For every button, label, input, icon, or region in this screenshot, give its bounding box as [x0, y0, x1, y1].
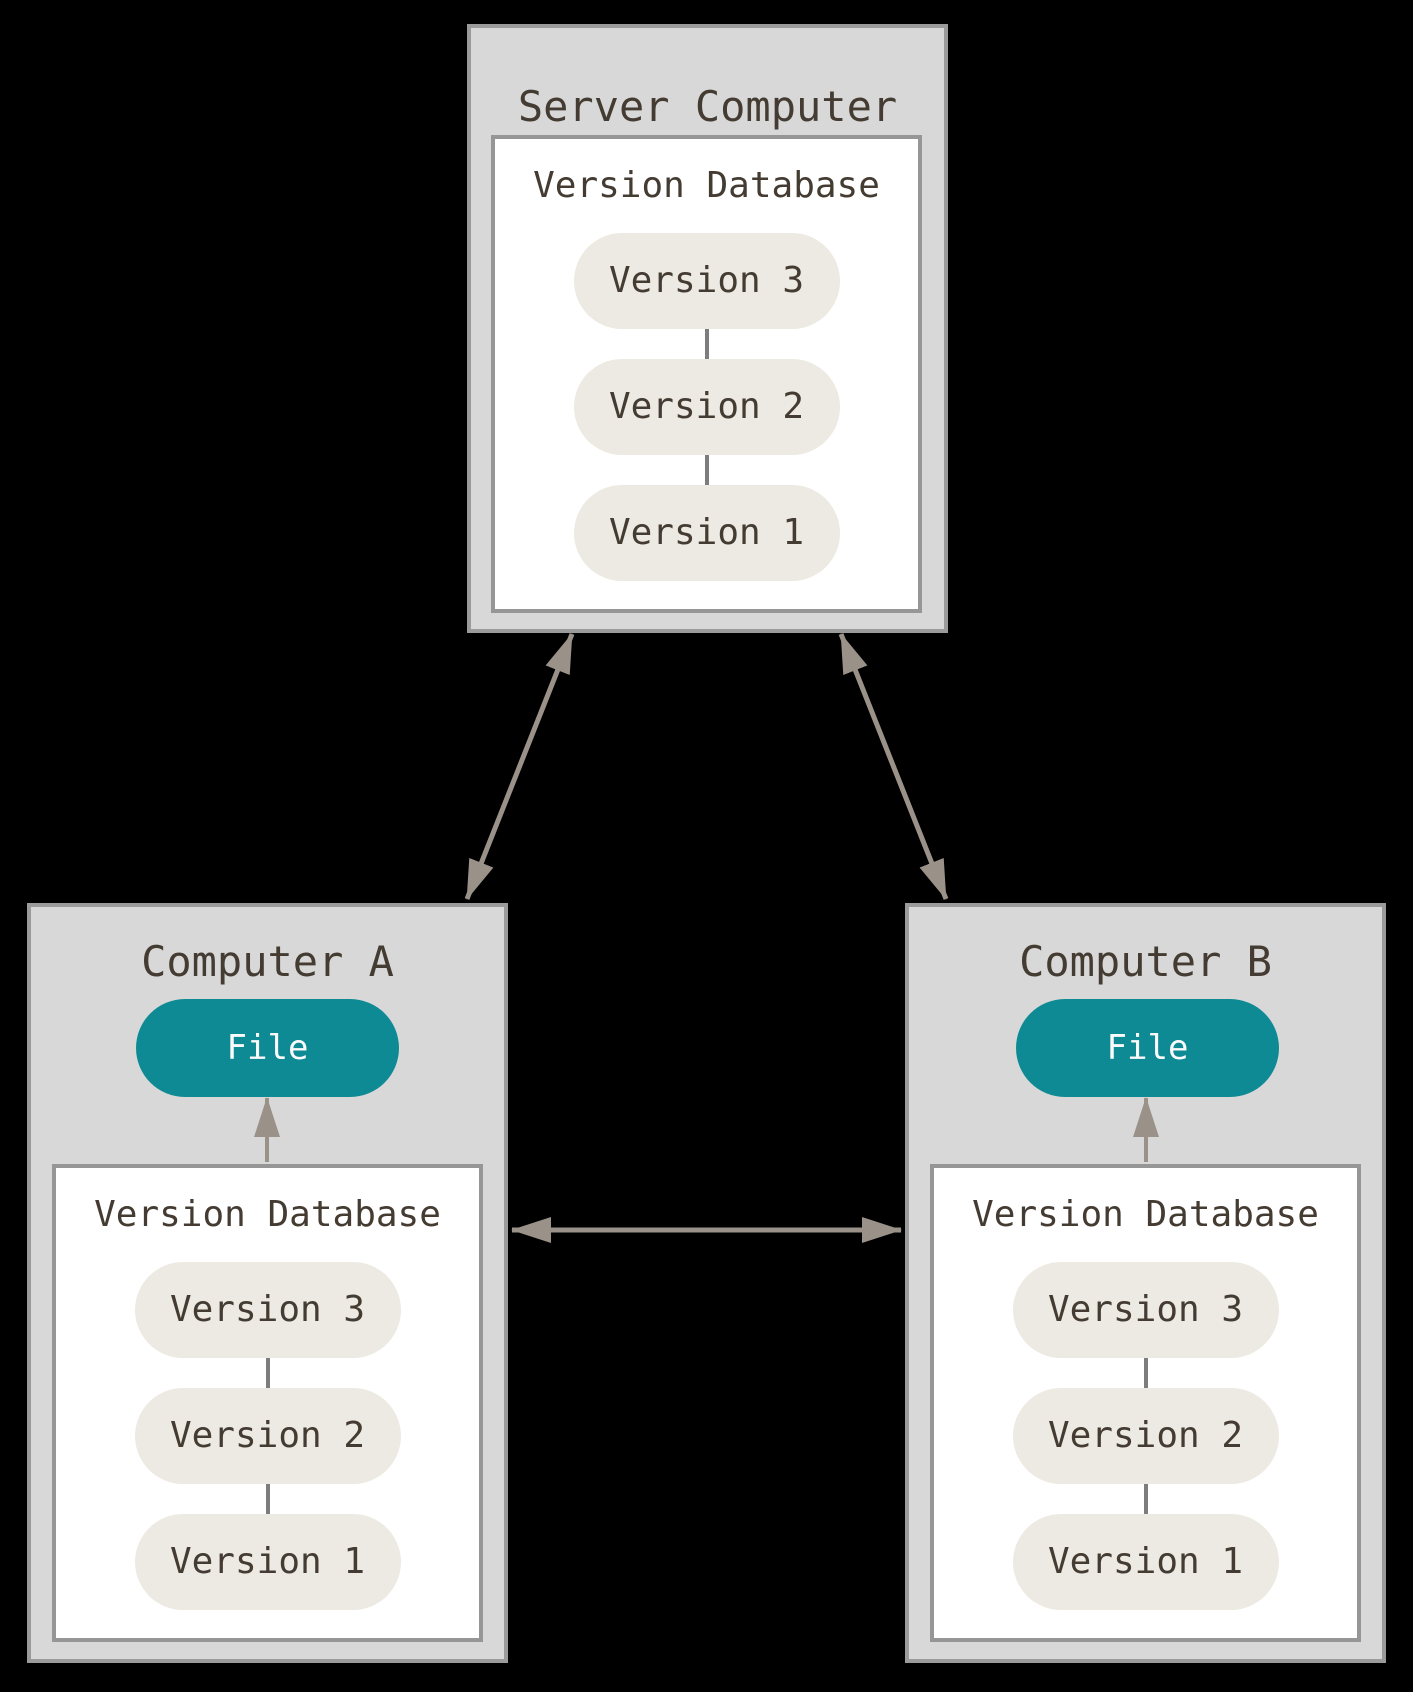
computer-b-version-database-box: Version Database Version 3 Version 2 Ver…: [930, 1164, 1361, 1642]
server-version-database-title: Version Database: [533, 165, 880, 206]
computer-b-version-1-pill: Version 1: [1012, 1514, 1279, 1610]
computer-a-version-database-title: Version Database: [94, 1194, 441, 1235]
computer-b-version-2-pill: Version 2: [1012, 1388, 1279, 1484]
computer-b-title: Computer B: [1019, 937, 1272, 986]
computer-a-title: Computer A: [141, 937, 394, 986]
computer-a-version-2-pill: Version 2: [134, 1388, 401, 1484]
computer-a-box: Computer A File Version Database Version…: [27, 903, 508, 1663]
server-computer-title: Server Computer: [517, 82, 898, 131]
arrow-server-computer-a: [464, 633, 575, 900]
computer-b-file-pill: File: [1016, 999, 1279, 1097]
computer-a-file-pill: File: [136, 999, 399, 1097]
computer-b-box: Computer B File Version Database Version…: [905, 903, 1386, 1663]
computer-a-version-1-pill: Version 1: [134, 1514, 401, 1610]
server-version-link-3-2: [704, 329, 709, 359]
computer-a-version-database-box: Version Database Version 3 Version 2 Ver…: [52, 1164, 483, 1642]
server-version-2-pill: Version 2: [573, 359, 840, 455]
computer-b-version-3-pill: Version 3: [1012, 1262, 1279, 1358]
computer-a-version-link-3-2: [265, 1358, 270, 1388]
computer-b-version-link-2-1: [1143, 1484, 1148, 1514]
computer-a-version-3-pill: Version 3: [134, 1262, 401, 1358]
arrow-server-computer-b: [838, 633, 949, 900]
computer-b-version-database-title: Version Database: [972, 1194, 1319, 1235]
server-version-database-box: Version Database Version 3 Version 2 Ver…: [491, 135, 922, 613]
computer-a-version-link-2-1: [265, 1484, 270, 1514]
server-version-3-pill: Version 3: [573, 233, 840, 329]
server-version-link-2-1: [704, 455, 709, 485]
server-version-1-pill: Version 1: [573, 485, 840, 581]
computer-b-version-link-3-2: [1143, 1358, 1148, 1388]
server-computer-box: Server Computer Version Database Version…: [467, 24, 948, 633]
